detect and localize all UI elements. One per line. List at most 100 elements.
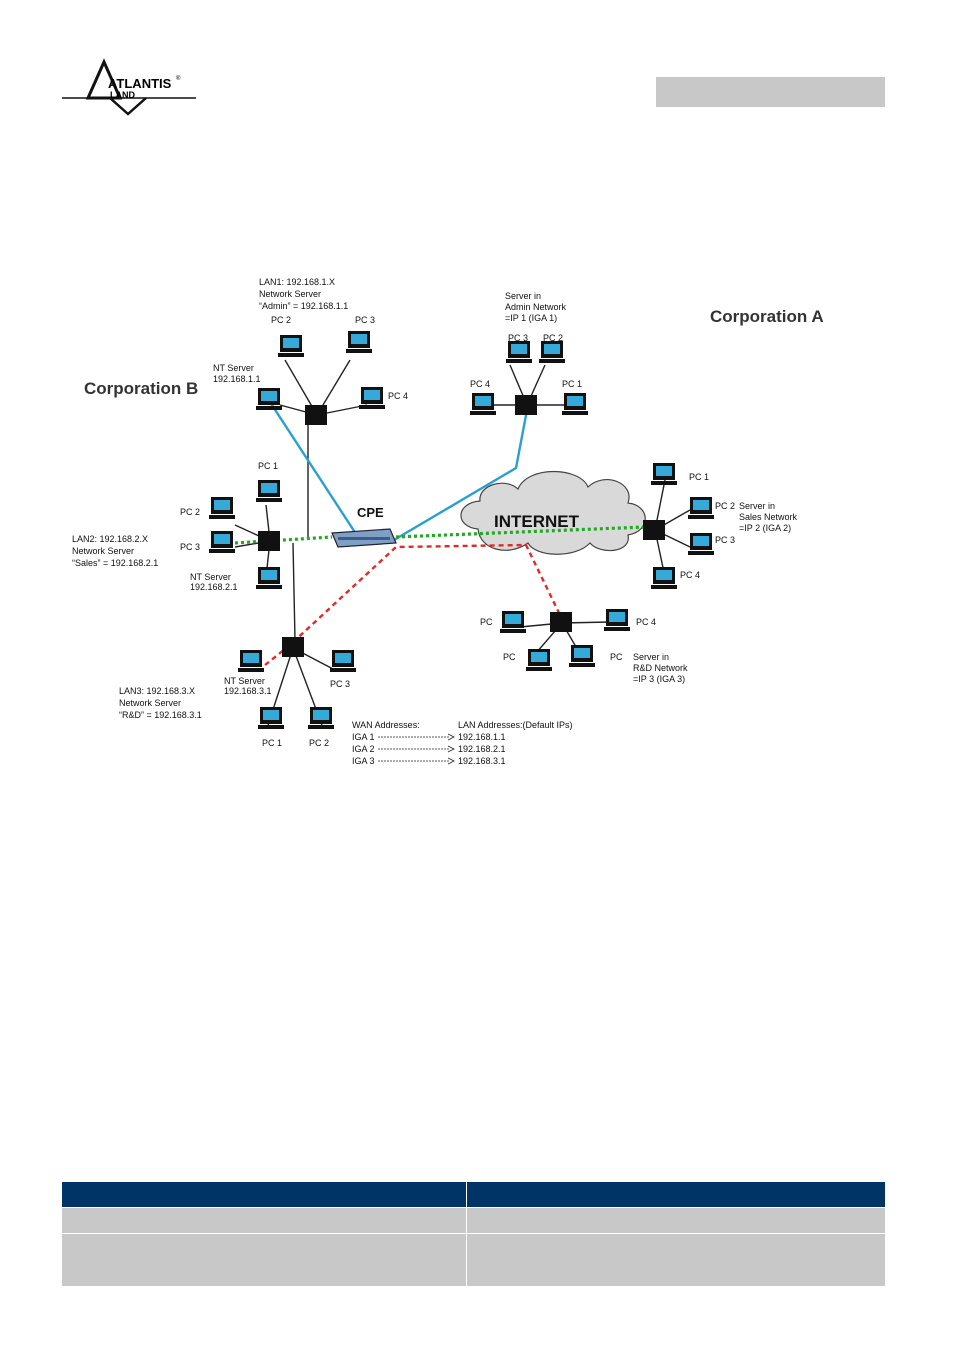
pc-lan1-3 bbox=[346, 331, 372, 353]
rnd-srv-line2: R&D Network bbox=[633, 663, 688, 673]
mapping-wan-1: IGA 1 bbox=[352, 732, 375, 742]
lan1-line1: LAN1: 192.168.1.X bbox=[259, 277, 335, 287]
label-admin-pc2: PC 2 bbox=[543, 333, 563, 343]
pc-sales-2-server bbox=[688, 497, 714, 519]
cpe-label: CPE bbox=[357, 505, 384, 520]
lan2-line2: Network Server bbox=[72, 546, 134, 556]
nt1-line2: 192.168.1.1 bbox=[213, 374, 261, 384]
internet-label: INTERNET bbox=[494, 512, 580, 531]
header-bar bbox=[656, 77, 885, 107]
pc-lan2-2 bbox=[209, 497, 235, 519]
table-row bbox=[62, 1208, 885, 1234]
label-sales-pc3: PC 3 bbox=[715, 535, 735, 545]
rnd-srv-line1: Server in bbox=[633, 652, 669, 662]
switch-sales bbox=[643, 520, 665, 540]
table-cell bbox=[467, 1208, 885, 1234]
label-sales-pc4: PC 4 bbox=[680, 570, 700, 580]
lan3-line3: “R&D” = 192.168.3.1 bbox=[119, 710, 202, 720]
pc-admin-4 bbox=[470, 393, 496, 415]
pc-lan2-1 bbox=[256, 480, 282, 502]
pc-rnd-a bbox=[500, 611, 526, 633]
table-row bbox=[62, 1234, 885, 1286]
sales-srv-line3: =IP 2 (IGA 2) bbox=[739, 523, 791, 533]
pc-lan1-4 bbox=[359, 387, 385, 409]
logo-brand: ATLANTIS bbox=[108, 76, 172, 91]
mapping-lan-3: 192.168.3.1 bbox=[458, 756, 506, 766]
pc-rnd-b bbox=[526, 649, 552, 671]
wan-header: WAN Addresses: bbox=[352, 720, 420, 730]
label-lan2-pc1: PC 1 bbox=[258, 461, 278, 471]
table-cell bbox=[62, 1234, 467, 1286]
switch-lan3 bbox=[282, 637, 304, 657]
lan1-line2: Network Server bbox=[259, 289, 321, 299]
mapping-wan-3: IGA 3 bbox=[352, 756, 375, 766]
lan3-line1: LAN3: 192.168.3.X bbox=[119, 686, 195, 696]
pc-sales-1 bbox=[651, 463, 677, 485]
table-header-row bbox=[62, 1182, 885, 1208]
table-cell bbox=[62, 1208, 467, 1234]
admin-link bbox=[268, 401, 529, 542]
switch-lan2 bbox=[258, 531, 280, 551]
label-admin-pc4: PC 4 bbox=[470, 379, 490, 389]
lan2-line3: “Sales” = 192.168.2.1 bbox=[72, 558, 158, 568]
admin-srv-line1: Server in bbox=[505, 291, 541, 301]
label-lan3-pc1: PC 1 bbox=[262, 738, 282, 748]
label-lan3-pc3: PC 3 bbox=[330, 679, 350, 689]
label-lan1-pc3: PC 3 bbox=[355, 315, 375, 325]
corporation-a-label: Corporation A bbox=[710, 307, 824, 326]
nt3-line1: NT Server bbox=[224, 676, 265, 686]
label-lan1-pc4: PC 4 bbox=[388, 391, 408, 401]
label-rnd-pc4: PC 4 bbox=[636, 617, 656, 627]
lan2-line1: LAN2: 192.168.2.X bbox=[72, 534, 148, 544]
pc-lan3-1 bbox=[258, 707, 284, 729]
info-table bbox=[62, 1182, 885, 1286]
pc-sales-4 bbox=[651, 567, 677, 589]
nt2-line1: NT Server bbox=[190, 572, 231, 582]
nt3-line2: 192.168.3.1 bbox=[224, 686, 272, 696]
label-lan2-pc3: PC 3 bbox=[180, 542, 200, 552]
cpe-router bbox=[331, 528, 397, 548]
label-lan3-pc2: PC 2 bbox=[309, 738, 329, 748]
atlantis-land-logo: ATLANTIS ® LAND bbox=[62, 58, 196, 116]
mapping-lan-1: 192.168.1.1 bbox=[458, 732, 506, 742]
lan-header: LAN Addresses:(Default IPs) bbox=[458, 720, 573, 730]
label-rnd-pc-server: PC bbox=[610, 652, 623, 662]
admin-srv-line3: =IP 1 (IGA 1) bbox=[505, 313, 557, 323]
rnd-link bbox=[264, 543, 562, 666]
rnd-srv-line3: =IP 3 (IGA 3) bbox=[633, 674, 685, 684]
label-lan1-pc2: PC 2 bbox=[271, 315, 291, 325]
pc-lan3-3 bbox=[330, 650, 356, 672]
nt1-line1: NT Server bbox=[213, 363, 254, 373]
pc-rnd-server bbox=[569, 645, 595, 667]
sales-srv-line2: Sales Network bbox=[739, 512, 798, 522]
table-header-cell bbox=[467, 1182, 885, 1208]
pc-lan3-2 bbox=[308, 707, 334, 729]
mapping-wan-2: IGA 2 bbox=[352, 744, 375, 754]
label-rnd-pc-a: PC bbox=[480, 617, 493, 627]
sales-srv-line1: Server in bbox=[739, 501, 775, 511]
mapping-lan-2: 192.168.2.1 bbox=[458, 744, 506, 754]
label-rnd-pc-b: PC bbox=[503, 652, 516, 662]
internet-cloud bbox=[460, 470, 646, 555]
switch-lan1 bbox=[305, 405, 327, 425]
pc-sales-3 bbox=[688, 533, 714, 555]
table-header-cell bbox=[62, 1182, 467, 1208]
logo-sub: LAND bbox=[110, 90, 135, 100]
nt-server-lan1 bbox=[256, 388, 282, 410]
label-lan2-pc2: PC 2 bbox=[180, 507, 200, 517]
lan1-line3: “Admin” = 192.168.1.1 bbox=[259, 301, 348, 311]
logo-registered-mark: ® bbox=[176, 75, 181, 82]
label-admin-pc3: PC 3 bbox=[508, 333, 528, 343]
table-cell bbox=[467, 1234, 885, 1286]
address-mapping: WAN Addresses: LAN Addresses:(Default IP… bbox=[352, 720, 573, 766]
pc-lan1-2 bbox=[278, 335, 304, 357]
label-sales-pc1: PC 1 bbox=[689, 472, 709, 482]
pc-admin-1 bbox=[562, 393, 588, 415]
label-sales-pc2: PC 2 bbox=[715, 501, 735, 511]
pc-admin-2 bbox=[539, 341, 565, 363]
lan3-line2: Network Server bbox=[119, 698, 181, 708]
sales-link bbox=[234, 525, 646, 545]
switch-rnd bbox=[550, 612, 572, 632]
pc-admin-3 bbox=[506, 341, 532, 363]
corporation-b-label: Corporation B bbox=[84, 379, 198, 398]
